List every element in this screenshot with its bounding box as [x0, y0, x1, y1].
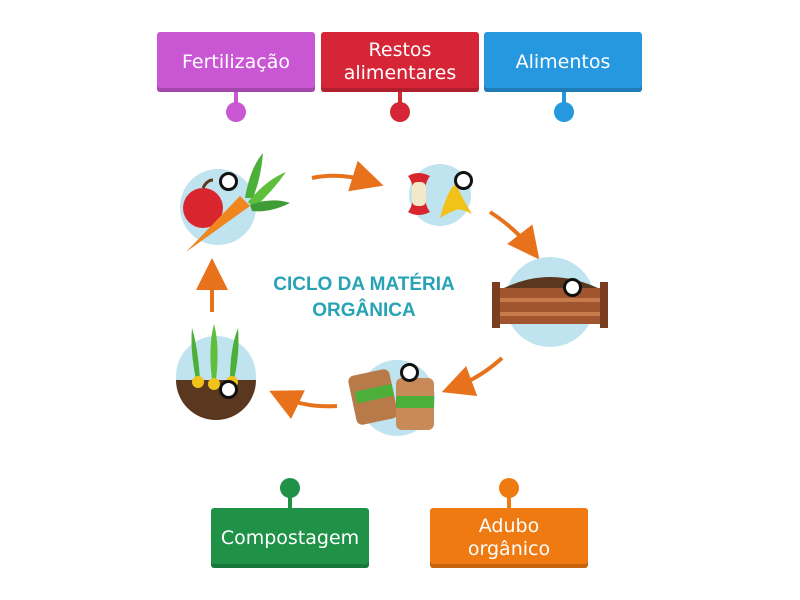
label-fertilizacao-text: Fertilização: [181, 50, 290, 73]
drop-target-scraps[interactable]: [454, 171, 473, 190]
drop-target-compost-bin[interactable]: [563, 278, 582, 297]
cycle-arrow: [488, 210, 540, 260]
label-adubo-line1: Adubo: [478, 515, 540, 537]
drop-target-food[interactable]: [219, 172, 238, 191]
label-alimentos-stem: [562, 92, 566, 106]
drop-target-sacks[interactable]: [400, 363, 419, 382]
label-adubo-organico[interactable]: Adubo orgânico: [430, 508, 588, 568]
plants-illustration: [176, 324, 256, 420]
label-alimentos[interactable]: Alimentos: [484, 32, 642, 92]
label-restos-stem: [398, 92, 402, 106]
label-fertilizacao[interactable]: Fertilização: [157, 32, 315, 92]
label-adubo-stem: [507, 494, 511, 508]
label-restos-line1: Restos: [368, 39, 432, 61]
diagram-title-line1: CICLO DA MATÉRIA: [273, 273, 455, 295]
label-fertilizacao-pin[interactable]: [226, 102, 246, 122]
label-compostagem[interactable]: Compostagem: [211, 508, 369, 568]
diagram-title-line2: ORGÂNICA: [312, 299, 416, 321]
label-compostagem-text: Compostagem: [220, 526, 360, 549]
cycle-arrow: [311, 160, 384, 192]
fertilizer-sacks-illustration: [348, 360, 435, 436]
label-alimentos-text: Alimentos: [515, 50, 611, 73]
label-restos-alimentares[interactable]: Restos alimentares: [321, 32, 479, 92]
label-alimentos-pin[interactable]: [554, 102, 574, 122]
label-compostagem-pin[interactable]: [280, 478, 300, 498]
label-adubo-line2: orgânico: [467, 538, 551, 560]
cycle-arrow: [269, 390, 338, 420]
cycle-arrow: [441, 356, 504, 397]
label-adubo-pin[interactable]: [499, 478, 519, 498]
label-restos-line2: alimentares: [343, 62, 457, 84]
compost-bin-illustration: [492, 257, 608, 347]
food-illustration: [180, 153, 290, 252]
label-compostagem-stem: [288, 494, 292, 508]
label-restos-pin[interactable]: [390, 102, 410, 122]
drop-target-plants[interactable]: [219, 380, 238, 399]
label-fertilizacao-stem: [234, 92, 238, 106]
